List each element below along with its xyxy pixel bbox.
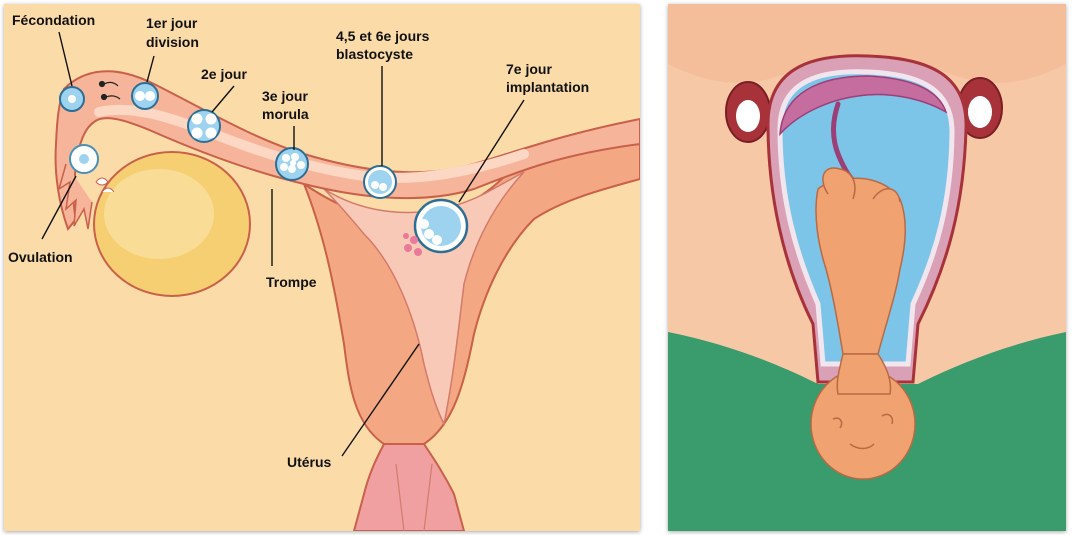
- label-fecondation: Fécondation: [12, 12, 95, 28]
- embryo-day2: [187, 109, 221, 143]
- label-day2: 2e jour: [201, 66, 247, 82]
- ovulated-egg: [69, 144, 115, 193]
- label-days456-line2: blastocyste: [336, 46, 413, 62]
- label-day3-line2: morula: [262, 106, 309, 122]
- cervix: [352, 443, 466, 531]
- sperm-cells: [98, 80, 121, 101]
- fetus: [810, 167, 916, 480]
- label-day3-line1: 3e jour: [262, 88, 308, 104]
- fetus-illustration: [668, 4, 1066, 531]
- fertilization-diagram-panel: Fécondation 1er jour division 2e jour 3e…: [4, 4, 640, 531]
- embryo-implantation: [403, 198, 469, 256]
- reproductive-tract-illustration: Fécondation 1er jour division 2e jour 3e…: [8, 12, 640, 531]
- fimbriae: [57, 163, 93, 230]
- label-ovulation: Ovulation: [8, 249, 73, 265]
- uterine-cavity: [323, 171, 525, 427]
- label-pointers: [41, 31, 525, 457]
- placenta: [779, 75, 948, 137]
- label-day1-line1: 1er jour: [146, 15, 198, 31]
- embryo-day1: [131, 82, 159, 110]
- embryo-morula: [275, 147, 309, 181]
- label-day1-line2: division: [146, 34, 199, 50]
- label-day7-line2: implantation: [506, 79, 589, 95]
- label-trompe: Trompe: [266, 274, 317, 290]
- fertilized-egg: [59, 86, 85, 112]
- label-uterus: Utérus: [287, 454, 332, 470]
- embryo-blastocyst: [363, 165, 397, 199]
- fetus-diagram-panel: [668, 4, 1066, 531]
- label-day7-line1: 7e jour: [506, 61, 552, 77]
- label-days456-line1: 4,5 et 6e jours: [336, 28, 430, 44]
- left-ovary: [725, 81, 771, 143]
